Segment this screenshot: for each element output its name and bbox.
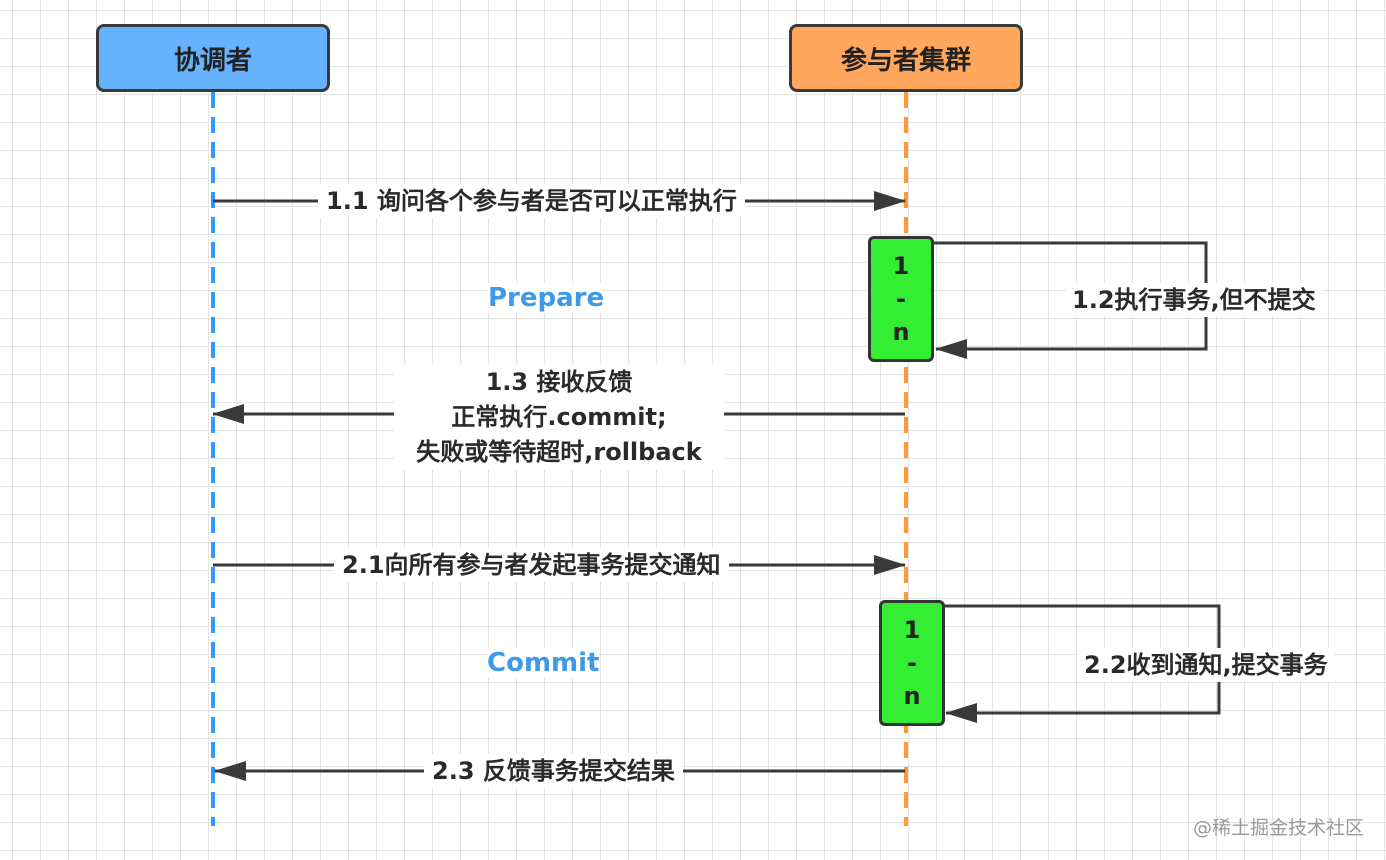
message-1-3-line: 1.3 接收反馈 [485, 368, 633, 396]
phase-prepare-label: Prepare [488, 283, 605, 313]
activation-text: - [907, 648, 917, 677]
message-1-3-line: 正常执行.commit; [451, 403, 667, 431]
message-1-2-label: 1.2执行事务,但不提交 [1066, 283, 1322, 317]
watermark: @稀土掘金技术社区 [1192, 817, 1364, 839]
activation-text: 1 [903, 615, 921, 644]
participants-label: 参与者集群 [840, 45, 971, 76]
activation-box-prepare: 1 - n [868, 236, 934, 362]
participants-actor: 参与者集群 [789, 24, 1023, 92]
message-1-3-line: 失败或等待超时,rollback [416, 438, 702, 466]
message-1-3-label: 1.3 接收反馈 正常执行.commit; 失败或等待超时,rollback [394, 365, 724, 470]
coordinator-actor: 协调者 [96, 24, 330, 92]
message-1-1-label: 1.1 询问各个参与者是否可以正常执行 [318, 184, 745, 218]
activation-text: 1 [892, 251, 910, 280]
coordinator-label: 协调者 [173, 45, 252, 76]
activation-text: - [896, 284, 906, 313]
activation-text: n [903, 681, 921, 710]
message-2-2-label: 2.2收到通知,提交事务 [1078, 648, 1334, 682]
message-2-1-label: 2.1向所有参与者发起事务提交通知 [334, 548, 729, 582]
phase-commit-label: Commit [487, 648, 600, 678]
activation-text: n [892, 317, 910, 346]
activation-box-commit: 1 - n [879, 600, 945, 726]
message-2-3-label: 2.3 反馈事务提交结果 [424, 754, 683, 788]
